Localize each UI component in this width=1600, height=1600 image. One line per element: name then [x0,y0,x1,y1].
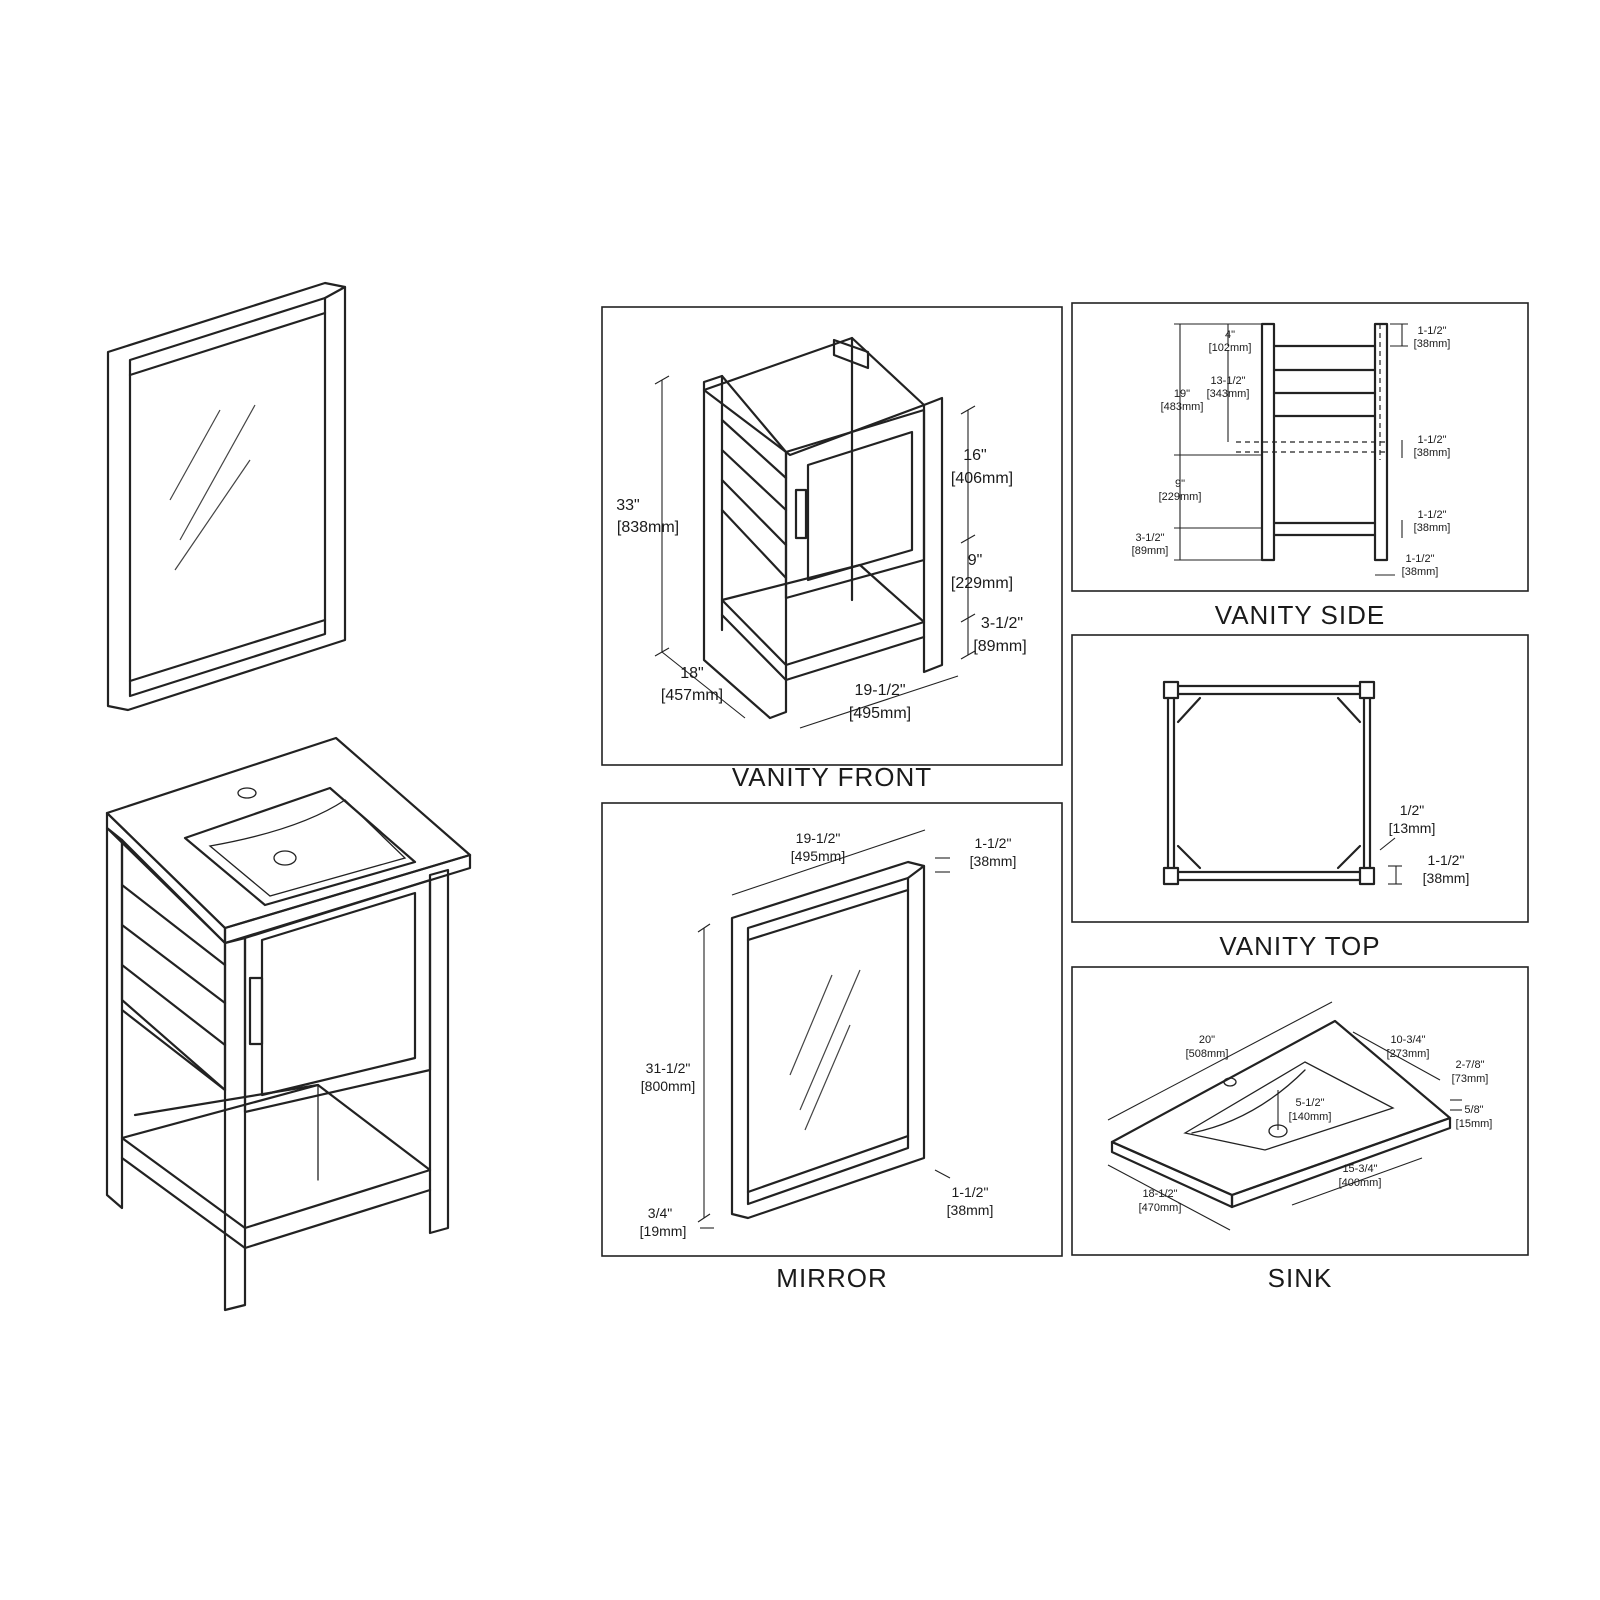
svg-text:5/8": 5/8" [1464,1104,1483,1116]
svg-text:18": 18" [680,665,703,682]
svg-text:[495mm]: [495mm] [849,705,911,722]
sink-drawing [1107,1001,1462,1231]
svg-text:19-1/2": 19-1/2" [796,830,841,846]
sink-dimensions: 20" [508mm] 10-3/4" [273mm] 2-7/8" [73mm… [1139,1034,1493,1214]
vanity-side-drawing [1174,322,1408,576]
vanity-side-panel [1071,302,1529,592]
svg-text:[38mm]: [38mm] [1414,447,1451,459]
svg-text:20": 20" [1199,1034,1215,1046]
svg-text:[38mm]: [38mm] [970,853,1017,869]
svg-text:[38mm]: [38mm] [1414,338,1451,350]
sink-panel [1071,966,1529,1256]
svg-text:18-1/2": 18-1/2" [1142,1188,1177,1200]
svg-text:3-1/2": 3-1/2" [1136,532,1165,544]
svg-text:[102mm]: [102mm] [1209,342,1252,354]
vanity-top-title: VANITY TOP [1219,931,1380,961]
svg-text:1-1/2": 1-1/2" [1428,852,1465,868]
svg-text:[38mm]: [38mm] [1414,522,1451,534]
vanity-top-dimensions: 1/2" [13mm] 1-1/2" [38mm] [1389,802,1470,886]
svg-text:[838mm]: [838mm] [617,519,679,536]
svg-text:[483mm]: [483mm] [1161,401,1204,413]
svg-text:[229mm]: [229mm] [951,575,1013,592]
svg-text:[343mm]: [343mm] [1207,388,1250,400]
vanity-front-title: VANITY FRONT [732,762,932,792]
vanity-top-panel [1071,634,1529,923]
svg-text:1-1/2": 1-1/2" [952,1184,989,1200]
svg-text:1/2": 1/2" [1400,802,1424,818]
vanity-illustration [105,736,472,1312]
svg-text:[19mm]: [19mm] [640,1223,687,1239]
svg-text:19": 19" [1174,388,1190,400]
vanity-side-title: VANITY SIDE [1215,600,1385,630]
svg-text:[400mm]: [400mm] [1339,1177,1382,1189]
svg-text:[140mm]: [140mm] [1289,1111,1332,1123]
svg-text:10-3/4": 10-3/4" [1390,1034,1425,1046]
svg-text:3-1/2": 3-1/2" [981,615,1023,632]
svg-text:[495mm]: [495mm] [791,848,845,864]
mirror-title: MIRROR [776,1263,887,1293]
svg-text:[38mm]: [38mm] [1402,566,1439,578]
svg-text:4": 4" [1225,329,1235,341]
sink-title: SINK [1268,1263,1333,1293]
svg-text:[470mm]: [470mm] [1139,1202,1182,1214]
svg-text:13-1/2": 13-1/2" [1210,375,1245,387]
mirror-drawing [697,829,951,1229]
svg-text:16": 16" [963,447,986,464]
svg-text:1-1/2": 1-1/2" [1418,509,1447,521]
svg-text:[38mm]: [38mm] [1423,870,1470,886]
mirror-dimensions: 19-1/2" [495mm] 1-1/2" [38mm] 31-1/2" [8… [640,830,1017,1239]
vanity-front-panel [601,306,1063,766]
svg-text:15-3/4": 15-3/4" [1342,1163,1377,1175]
svg-text:3/4": 3/4" [648,1205,672,1221]
vanity-front-dimensions: 33" [838mm] 18" [457mm] 19-1/2" [495mm] … [616,447,1026,722]
svg-text:1-1/2": 1-1/2" [975,835,1012,851]
svg-text:[800mm]: [800mm] [641,1078,695,1094]
svg-text:9": 9" [968,552,983,569]
mirror-panel [601,802,1063,1257]
svg-text:[508mm]: [508mm] [1186,1048,1229,1060]
svg-text:[89mm]: [89mm] [973,638,1026,655]
svg-text:2-7/8": 2-7/8" [1456,1059,1485,1071]
svg-text:[406mm]: [406mm] [951,470,1013,487]
svg-text:1-1/2": 1-1/2" [1418,325,1447,337]
svg-text:[38mm]: [38mm] [947,1202,994,1218]
svg-text:[457mm]: [457mm] [661,687,723,704]
svg-text:5-1/2": 5-1/2" [1296,1097,1325,1109]
svg-text:[229mm]: [229mm] [1159,491,1202,503]
svg-text:[13mm]: [13mm] [1389,820,1436,836]
svg-text:19-1/2": 19-1/2" [854,682,905,699]
vanity-front-drawing [654,336,976,729]
svg-text:[89mm]: [89mm] [1132,545,1169,557]
svg-text:[15mm]: [15mm] [1456,1118,1493,1130]
svg-text:9": 9" [1175,478,1185,490]
svg-text:33": 33" [616,497,639,514]
svg-text:[73mm]: [73mm] [1452,1073,1489,1085]
vanity-side-dimensions: 4" [102mm] 13-1/2" [343mm] 19" [483mm] 9… [1132,325,1451,578]
mirror-illustration [106,281,347,712]
vanity-top-drawing [1162,680,1402,886]
svg-text:1-1/2": 1-1/2" [1406,553,1435,565]
svg-text:1-1/2": 1-1/2" [1418,434,1447,446]
svg-text:[273mm]: [273mm] [1387,1048,1430,1060]
svg-text:31-1/2": 31-1/2" [646,1060,691,1076]
